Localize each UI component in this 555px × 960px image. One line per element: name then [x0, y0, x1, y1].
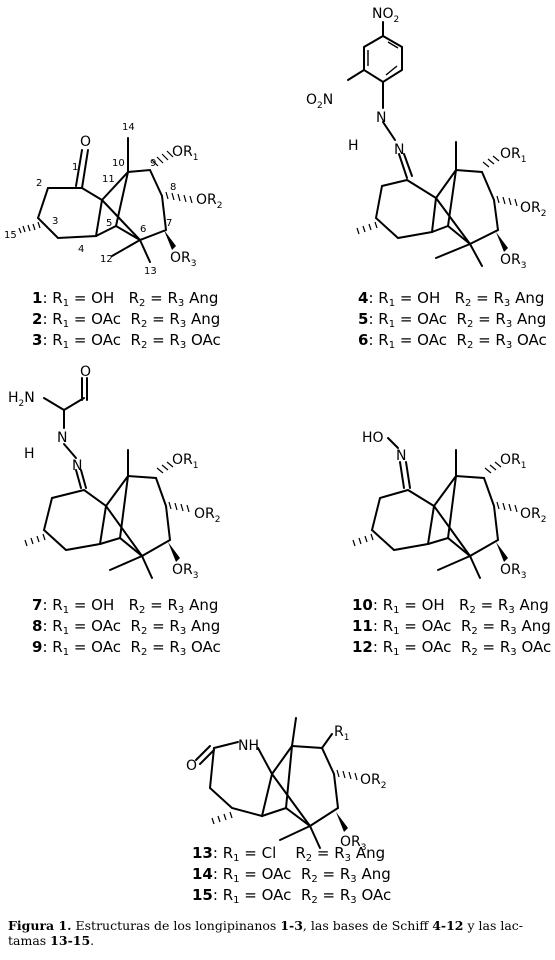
r1-label: R1 [334, 724, 349, 743]
oxygen-label: O [186, 758, 197, 774]
compound-row: 1: R1 = OH R2 = R3 Ang [32, 289, 219, 309]
atom-number: 10 [112, 158, 125, 169]
compound-row: 6: R1 = OAc R2 = R3 OAc [358, 331, 547, 351]
compound-row: 4: R1 = OH R2 = R3 Ang [358, 289, 545, 309]
or1-label: OR1 [500, 146, 526, 165]
oxygen-label: O [80, 364, 91, 380]
atom-number: 12 [100, 254, 113, 265]
compound-table-7-9: 7: R1 = OH R2 = R3 Ang 8: R1 = OAc R2 = … [32, 595, 221, 658]
hydrogen-label: H [24, 446, 35, 462]
or1-label: OR1 [500, 452, 526, 471]
or2-label: OR2 [520, 200, 546, 219]
nitro-label: NO2 [372, 6, 399, 25]
compound-row: 12: R1 = OAc R2 = R3 OAc [352, 638, 552, 658]
or1-label: OR1 [172, 144, 198, 163]
nitrogen-label: N [396, 448, 406, 464]
or2-label: OR2 [196, 192, 222, 211]
atom-number: 4 [78, 244, 84, 255]
compound-row: 11: R1 = OAc R2 = R3 Ang [352, 617, 551, 637]
compound-row: 2: R1 = OAc R2 = R3 Ang [32, 310, 221, 330]
structure-semicarbazone: H2N O N H N OR1 OR2 OR3 [8, 364, 220, 581]
compound-row: 3: R1 = OAc R2 = R3 OAc [32, 331, 221, 351]
atom-number: 8 [170, 182, 176, 193]
figure-caption: Figura 1. Estructuras de los longipinano… [8, 918, 524, 948]
ketone-oxygen: O [80, 134, 91, 150]
or2-label: OR2 [520, 506, 546, 525]
amine-label: H2N [8, 390, 35, 409]
hydroxyl-label: HO [362, 430, 384, 446]
compound-row: 5: R1 = OAc R2 = R3 Ang [358, 310, 547, 330]
compound-row: 8: R1 = OAc R2 = R3 Ang [32, 617, 221, 637]
or3-label: OR3 [170, 250, 196, 269]
hydrogen-label: H [348, 138, 359, 154]
or2-label: OR2 [194, 506, 220, 525]
atom-number: 6 [140, 224, 146, 235]
structure-longipinane: O OR1 OR2 OR3 1 2 3 4 5 6 7 8 9 10 11 12… [4, 122, 222, 277]
compound-row: 15: R1 = OAc R2 = R3 OAc [192, 886, 392, 906]
atom-number: 5 [106, 218, 112, 229]
nitro-label: O2N [306, 92, 333, 111]
or3-label: OR3 [172, 562, 198, 581]
compound-table-10-12: 10: R1 = OH R2 = R3 Ang 11: R1 = OAc R2 … [352, 595, 551, 658]
or2-label: OR2 [360, 772, 386, 791]
structure-lactam: O NH R1 OR2 OR3 [186, 717, 386, 853]
hashed-bond [18, 221, 41, 234]
compound-row: 14: R1 = OAc R2 = R3 Ang [192, 865, 391, 885]
compound-table-1-3: 1: R1 = OH R2 = R3 Ang 2: R1 = OAc R2 = … [32, 288, 221, 351]
nitrogen-label: N [394, 142, 404, 158]
compound-row: 7: R1 = OH R2 = R3 Ang [32, 596, 219, 616]
nitrogen-label: N [376, 110, 386, 126]
or3-label: OR3 [500, 562, 526, 581]
caption-label: Figura 1. [8, 918, 72, 933]
atom-number: 7 [166, 218, 172, 229]
structure-dinitrophenylhydrazone: NO2 O2N N H N OR1 OR2 OR3 [306, 6, 546, 271]
or3-label: OR3 [500, 252, 526, 271]
compound-table-13-15: 13: R1 = Cl R2 = R3 Ang 14: R1 = OAc R2 … [192, 843, 391, 906]
atom-number: 1 [72, 162, 78, 173]
atom-number: 2 [36, 178, 42, 189]
nitrogen-label: N [57, 430, 67, 446]
compound-table-4-6: 4: R1 = OH R2 = R3 Ang 5: R1 = OAc R2 = … [358, 288, 547, 351]
compound-row: 13: R1 = Cl R2 = R3 Ang [192, 844, 386, 864]
nh-label: NH [238, 738, 259, 754]
atom-number: 9 [150, 158, 156, 169]
compound-row: 9: R1 = OAc R2 = R3 OAc [32, 638, 221, 658]
atom-number: 13 [144, 266, 157, 277]
structure-oxime: HO N OR1 OR2 OR3 [352, 430, 546, 581]
atom-number: 14 [122, 122, 135, 133]
atom-number: 15 [4, 230, 17, 241]
compound-row: 10: R1 = OH R2 = R3 Ang [352, 596, 549, 616]
atom-number: 11 [102, 174, 115, 185]
or3-label: OR3 [340, 834, 366, 853]
nitrogen-label: N [72, 458, 82, 474]
atom-number: 3 [52, 216, 58, 227]
or1-label: OR1 [172, 452, 198, 471]
